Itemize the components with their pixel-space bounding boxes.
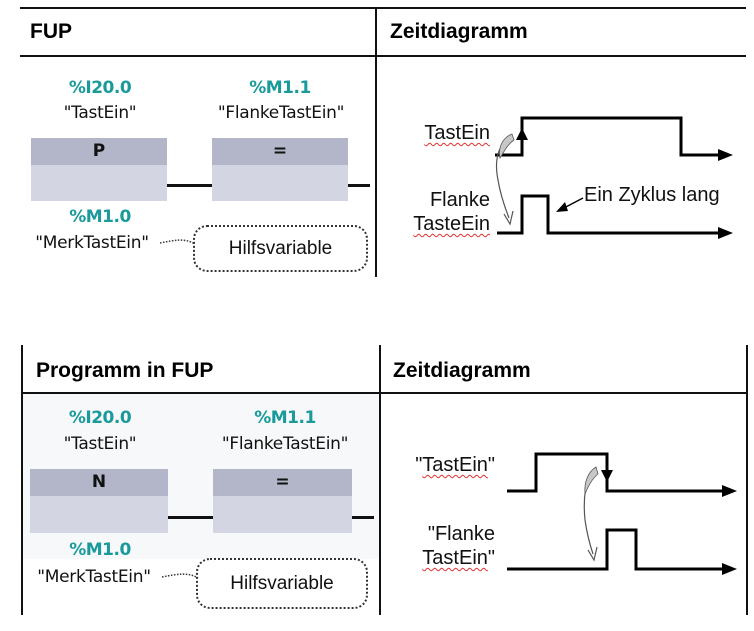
input-symbol: "TastEin" (63, 103, 137, 123)
input-address: %I20.0 (68, 78, 132, 98)
table1-header-divider (20, 55, 746, 57)
signal2-label-line2: TastEin (422, 547, 488, 569)
rising-edge-arrow-icon (516, 128, 528, 140)
quote-open: " (415, 454, 423, 476)
cycle-annotation: Ein Zyklus lang (584, 184, 720, 206)
table1-left-header: FUP (30, 20, 72, 43)
wire-edge-to-assign (168, 516, 213, 519)
signal1-arrowhead-2 (722, 485, 737, 497)
output-address: %M1.1 (254, 408, 316, 428)
helper-variable-callout: Hilfsvariable (196, 558, 368, 609)
callout-connector-2 (161, 573, 199, 579)
causal-curved-arrowhead (503, 210, 514, 226)
input-symbol: "TastEin" (63, 434, 137, 454)
quote-close: " (487, 547, 495, 569)
table2-left-border (21, 345, 23, 615)
signal2-label-line1: "Flanke (427, 523, 495, 545)
causal-curved-arrowhead-2 (587, 546, 598, 562)
signal1-label: "TastEin" (395, 453, 495, 477)
signal1-label-text: TastEin (424, 122, 490, 144)
falling-edge-arrow-icon (601, 470, 613, 482)
memory-symbol: "MerkTastEin" (35, 233, 149, 253)
positive-edge-box: P (31, 138, 167, 201)
memory-address: %M1.0 (69, 540, 131, 560)
signal2-label-line1: Flanke (429, 189, 490, 211)
wire-edge-to-assign (167, 184, 212, 187)
output-symbol: "FlankeTastEin" (217, 103, 345, 123)
memory-address: %M1.0 (69, 207, 131, 227)
output-symbol: "FlankeTastEin" (221, 434, 349, 454)
signal2-label-line2: TasteEin (413, 213, 490, 235)
signal1-waveform (495, 116, 720, 157)
signal2-arrowhead-2 (722, 563, 737, 575)
assign-box: = (213, 469, 352, 533)
helper-variable-callout: Hilfsvariable (193, 225, 368, 272)
table1-right-header: Zeitdiagramm (390, 20, 528, 43)
signal1-waveform-2 (507, 452, 722, 493)
negative-edge-box: N (30, 469, 168, 533)
signal1-arrowhead (718, 149, 733, 161)
causal-curved-arrow-fill-2 (584, 466, 599, 495)
signal2-waveform (497, 194, 720, 235)
output-address: %M1.1 (249, 78, 311, 98)
table1-column-divider (375, 7, 377, 277)
signal1-label: TastEin (395, 121, 490, 145)
signal1-label-text: TastEin (422, 454, 488, 476)
assign-box-label: = (213, 469, 352, 496)
table2-right-border (746, 345, 748, 615)
signal2-label: "Flanke TastEin" (395, 522, 495, 570)
signal2-label: Flanke TasteEin (385, 188, 490, 236)
causal-curved-arrow-fill (499, 133, 515, 160)
table2-right-header: Zeitdiagramm (393, 359, 531, 382)
negative-edge-box-label: N (30, 469, 168, 496)
assign-box: = (212, 138, 348, 201)
positive-edge-box-label: P (31, 138, 167, 165)
table1-top-border (20, 7, 746, 9)
table2-column-divider (379, 345, 381, 615)
memory-symbol: "MerkTastEin" (37, 567, 151, 587)
pulse-pointer-arrowhead (556, 202, 568, 212)
input-address: %I20.0 (68, 408, 132, 428)
table2-left-header: Programm in FUP (36, 359, 214, 382)
wire-output (348, 184, 370, 187)
assign-box-label: = (212, 138, 348, 165)
table2-header-divider (21, 392, 748, 394)
quote-close: " (487, 454, 495, 476)
callout-connector-1 (159, 239, 196, 245)
signal2-arrowhead (718, 227, 733, 239)
wire-output (352, 516, 374, 519)
signal2-waveform-2 (507, 528, 722, 571)
